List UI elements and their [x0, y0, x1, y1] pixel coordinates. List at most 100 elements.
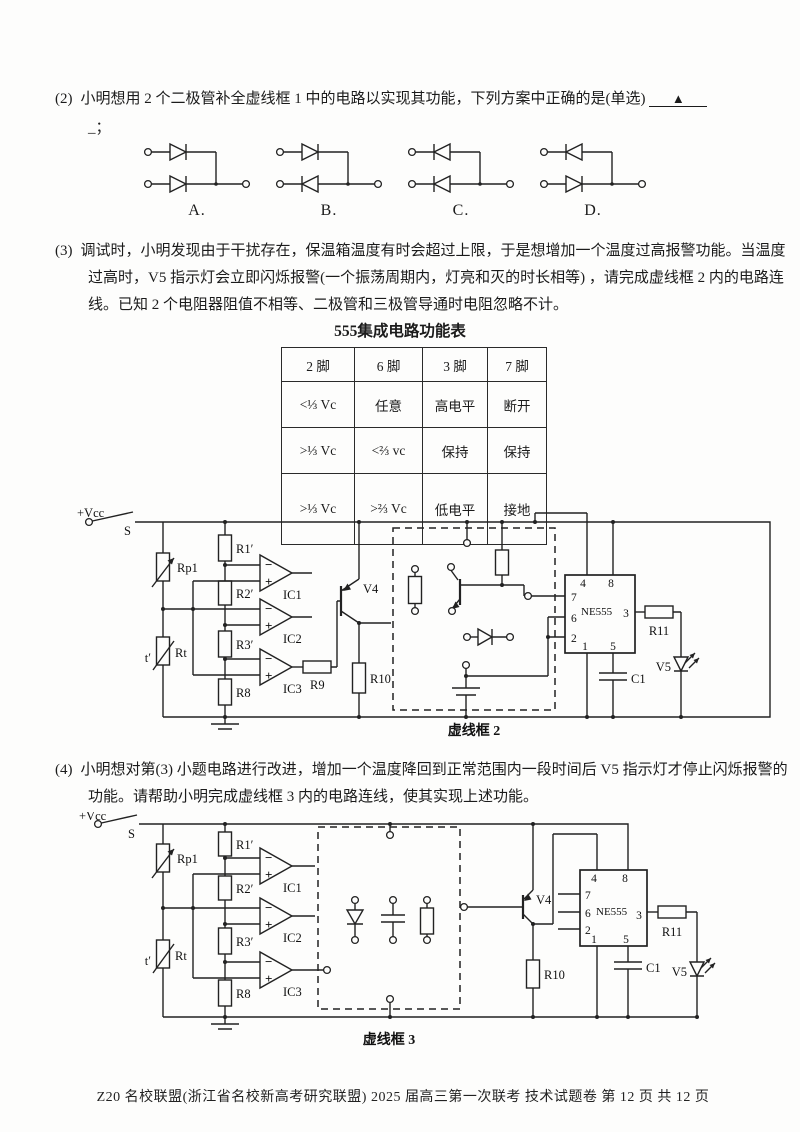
svg-text:−: −: [265, 651, 272, 666]
option-d-diagram: [539, 142, 647, 194]
svg-text:C1: C1: [631, 672, 646, 686]
option-c-diagram: [407, 142, 515, 194]
option-d-label: D.: [584, 202, 602, 219]
box2-resistor-a: [407, 564, 423, 616]
potentiometer-rp1: Rp1: [151, 522, 198, 637]
svg-text:−: −: [265, 954, 272, 969]
resistor-ladder: R1′ R2′ R3′ R8: [217, 822, 254, 1019]
ground-symbol: [211, 1017, 239, 1030]
opamp-ic1: − + IC1: [259, 553, 312, 602]
question-2-text: 小明想用 2 个二极管补全虚线框 1 中的电路以实现其功能，下列方案中正确的是(…: [80, 91, 646, 107]
svg-text:R8: R8: [236, 686, 251, 700]
option-a-diagram: [143, 142, 251, 194]
resistor-r11: R11: [635, 605, 682, 657]
svg-text:IC2: IC2: [283, 931, 302, 945]
svg-text:+: +: [265, 574, 272, 589]
question-3-number: (3): [55, 243, 73, 259]
svg-text:+: +: [265, 917, 272, 932]
svg-text:R8: R8: [236, 987, 251, 1001]
svg-text:NE555: NE555: [596, 906, 628, 918]
svg-text:Rt: Rt: [175, 949, 187, 963]
comparator-bus: [163, 564, 260, 676]
question-4-number: (4): [55, 762, 73, 778]
svg-text:1: 1: [591, 934, 597, 946]
option-b-diagram: [275, 142, 383, 194]
box3-diode: [345, 895, 365, 945]
svg-text:8: 8: [608, 578, 614, 590]
resistor-r10: R10: [351, 662, 391, 719]
box3-label: 虚线框 3: [363, 1031, 416, 1048]
col-header: 2 脚: [281, 347, 355, 382]
option-c-label: C.: [452, 202, 470, 219]
thermistor-rt: t′ Rt: [145, 939, 697, 1018]
svg-text:R2′: R2′: [236, 587, 254, 601]
svg-text:5: 5: [610, 641, 616, 653]
svg-text:V5: V5: [672, 965, 687, 979]
svg-text:R3′: R3′: [236, 935, 254, 949]
table-cell: <⅓ Vc: [281, 381, 355, 428]
svg-text:+: +: [265, 618, 272, 633]
table-cell: 接地: [487, 473, 547, 545]
svg-text:+Vcc: +Vcc: [77, 506, 105, 520]
col-header: 3 脚: [422, 347, 488, 382]
option-a: A.: [138, 138, 256, 220]
table-cell: 保持: [487, 427, 547, 474]
svg-text:Rp1: Rp1: [177, 852, 198, 866]
resistor-r10: R10: [525, 959, 565, 1019]
table-cell: 低电平: [422, 473, 488, 545]
thermistor-rt: t′ Rt: [145, 636, 187, 717]
svg-text:6: 6: [585, 908, 591, 920]
svg-text:Rt: Rt: [175, 646, 187, 660]
resistor-r11: R11: [647, 905, 698, 962]
opamp-ic2: − + IC2: [259, 597, 312, 646]
question-2-continuation: _；: [88, 120, 111, 136]
question-4-text: 小明想对第(3) 小题电路进行改进，增加一个温度降回到正常范围内一段时间后 V5…: [80, 762, 788, 805]
svg-text:R11: R11: [662, 925, 682, 939]
question-3: (3)调试时，小明发现由于干扰存在，保温箱温度有时会超过上限，于是想增加一个温度…: [55, 238, 798, 319]
comparator-bus: [163, 857, 260, 979]
option-d: D.: [534, 138, 652, 220]
svg-text:3: 3: [636, 910, 642, 922]
svg-text:t′: t′: [145, 651, 151, 665]
svg-text:−: −: [265, 900, 272, 915]
box2-resistor-b: [494, 520, 525, 596]
svg-text:+Vcc: +Vcc: [79, 812, 107, 823]
svg-text:6: 6: [571, 613, 577, 625]
capacitor-c1: C1: [599, 653, 646, 719]
question-2: (2)小明想用 2 个二极管补全虚线框 1 中的电路以实现其功能，下列方案中正确…: [55, 86, 765, 113]
box3-resistor: [419, 895, 435, 945]
svg-text:R3′: R3′: [236, 638, 254, 652]
transistor-v4: V4: [339, 520, 391, 663]
svg-text:R10: R10: [370, 672, 391, 686]
option-b: B.: [270, 138, 388, 220]
svg-text:R11: R11: [649, 624, 669, 638]
svg-text:S: S: [124, 524, 131, 538]
col-header: 6 脚: [354, 347, 423, 382]
question-4: (4) 小明想对第(3) 小题电路进行改进，增加一个温度降回到正常范围内一段时间后…: [55, 757, 798, 811]
option-a-label: A.: [188, 202, 206, 219]
svg-text:V5: V5: [656, 660, 671, 674]
table-row: >⅓ Vc <⅔ vc 保持 保持: [281, 427, 547, 474]
svg-text:R10: R10: [544, 968, 565, 982]
table-cell: <⅔ vc: [354, 427, 423, 474]
option-c: C.: [402, 138, 520, 220]
table-cell: >⅓ Vc: [281, 427, 355, 474]
opamp-ic3: − + IC3: [259, 950, 332, 999]
table-cell: 断开: [487, 381, 547, 428]
svg-text:IC3: IC3: [283, 682, 302, 696]
box2-diode: [462, 627, 515, 647]
svg-text:4: 4: [591, 873, 597, 885]
answer-blank: ▲: [649, 91, 708, 107]
option-b-label: B.: [320, 202, 338, 219]
opamp-ic3: − + IC3: [259, 647, 303, 696]
svg-text:C1: C1: [646, 961, 661, 975]
svg-text:S: S: [128, 827, 135, 841]
svg-text:IC1: IC1: [283, 881, 302, 895]
svg-text:8: 8: [622, 873, 628, 885]
led-v5: V5: [672, 957, 716, 1019]
svg-text:2: 2: [585, 925, 591, 937]
table-cell: >⅔ Vc: [354, 473, 423, 545]
svg-text:−: −: [265, 557, 272, 572]
box2-transistor: [446, 562, 502, 616]
